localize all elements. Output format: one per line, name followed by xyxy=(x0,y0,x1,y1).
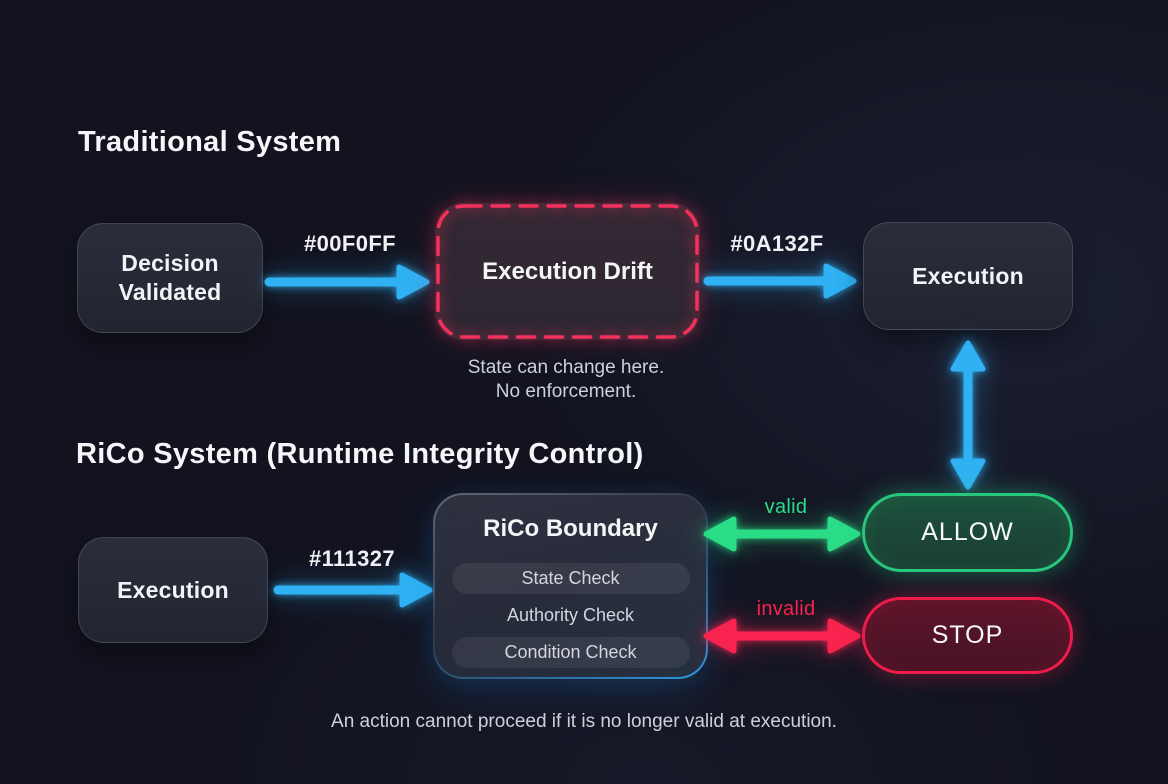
vertical-sync-arrow xyxy=(950,340,986,490)
drift-caption: State can change here. No enforcement. xyxy=(416,356,716,404)
drift-caption-line2: No enforcement. xyxy=(495,381,637,402)
execution-node-top: Execution xyxy=(863,222,1073,330)
footer-caption: An action cannot proceed if it is no lon… xyxy=(331,711,837,732)
arrow-label-0a132f: #0A132F xyxy=(730,231,824,256)
invalid-label: invalid xyxy=(756,598,816,620)
stop-pill: STOP xyxy=(862,597,1073,674)
arrow-label-00f0ff: #00F0FF xyxy=(303,231,397,256)
check-item-state: State Check xyxy=(451,563,690,594)
drift-caption-line1: State can change here. xyxy=(467,357,665,378)
traditional-section-title: Traditional System xyxy=(78,126,342,158)
flow-arrow-decision-to-drift xyxy=(264,264,430,300)
execution-drift-node: Execution Drift xyxy=(435,203,700,340)
rico-boundary-node: RiCo Boundary State Check Authority Chec… xyxy=(433,493,708,679)
execution-drift-label: Execution Drift xyxy=(482,257,653,285)
flow-arrow-execution-to-boundary xyxy=(273,572,433,608)
valid-double-arrow xyxy=(703,516,861,552)
flow-arrow-drift-to-execution xyxy=(703,263,857,299)
check-item-authority: Authority Check xyxy=(506,605,635,625)
invalid-double-arrow xyxy=(703,618,861,654)
decision-validated-node: Decision Validated xyxy=(77,223,263,333)
drift-dashed-border xyxy=(436,204,699,339)
check-item-condition: Condition Check xyxy=(451,637,690,668)
valid-label: valid xyxy=(764,496,808,518)
execution-node-bottom: Execution xyxy=(78,537,268,643)
rico-boundary-title: RiCo Boundary xyxy=(483,515,658,542)
arrow-label-111327: #111327 xyxy=(308,546,396,571)
allow-pill: ALLOW xyxy=(862,493,1073,572)
rico-section-title: RiCo System (Runtime Integrity Control) xyxy=(76,438,644,470)
